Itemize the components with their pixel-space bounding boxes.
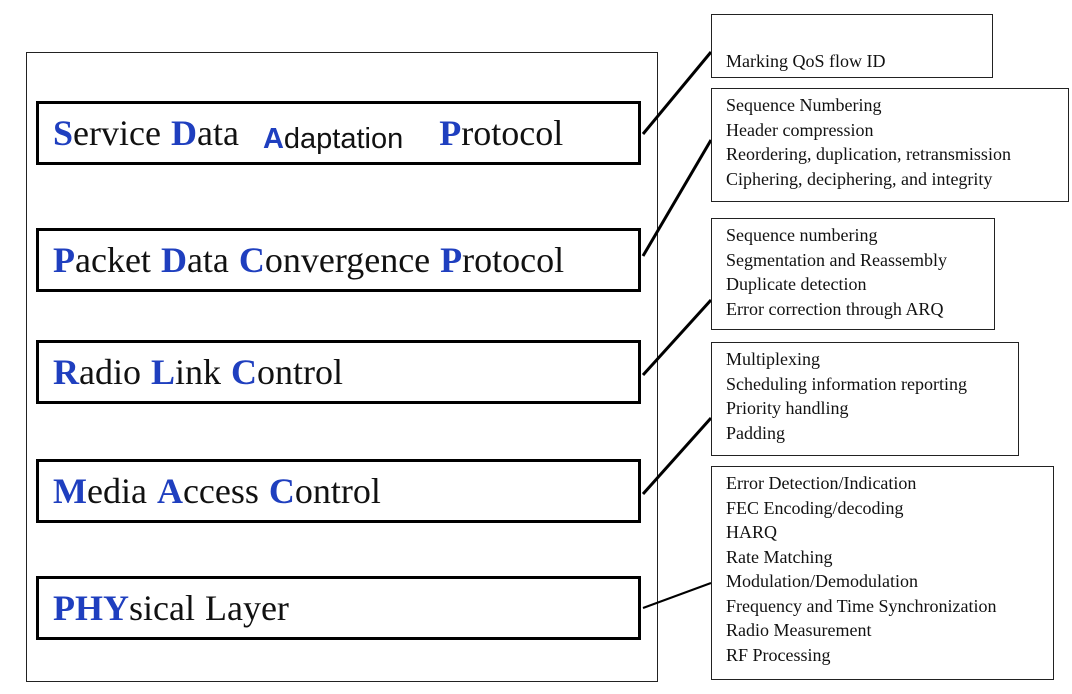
function-item: Sequence Numbering [726,95,882,115]
layer-word-capital: D [170,113,197,153]
layer-word-rest: ontrol [294,471,381,511]
function-item: Multiplexing [726,349,820,369]
layer-word-capital: C [268,471,295,511]
layer-word: Convergence [239,239,430,281]
layer-word: Link [151,351,221,393]
function-item: Error Detection/Indication [726,473,917,493]
layer-word-rest: rotocol [461,113,564,153]
layer-word-rest: acket [75,240,151,280]
layer-word-capital: L [150,352,175,392]
function-item: RF Processing [726,644,831,665]
function-item: Sequence numbering [726,225,878,245]
layer-word-capital: P [439,113,462,153]
function-item: Segmentation and Reassembly [726,249,947,270]
layer-word-capital: S [53,113,74,153]
layer-word: Radio [53,351,141,393]
layer-word: Media [53,470,147,512]
function-item: FEC Encoding/decoding [726,497,904,518]
layer-word: Protocol [440,239,564,281]
layer-word: Access [157,470,259,512]
function-item: Marking QoS flow ID [726,51,886,71]
layer-word-capital: M [53,471,87,511]
layer-word-rest: edia [86,471,147,511]
layer-word-capital: PHY [53,588,129,628]
function-item: Padding [726,422,786,443]
layer-word-capital: D [160,240,187,280]
layer-word: Control [231,351,343,393]
layer-word-rest: rotocol [462,240,565,280]
function-item: Radio Measurement [726,620,872,640]
layer-word-capital: C [238,240,265,280]
layer-word: Data [161,239,229,281]
function-item: HARQ [726,522,778,542]
function-item: Ciphering, deciphering, and integrity [726,168,993,189]
layer-word-capital: P [53,240,75,280]
layer-word-rest: ata [196,113,239,153]
function-item: Frequency and Time Synchronization [726,595,997,616]
layer-word-capital: A [156,471,183,511]
layer-word-capital: A [262,122,284,155]
layer-word-rest: ervice [73,113,161,153]
function-item: Modulation/Demodulation [726,571,918,591]
layer-word: Control [269,470,381,512]
functions-sdap: Marking QoS flow ID [711,14,993,78]
layer-word-rest: ata [186,240,229,280]
function-item: Scheduling information reporting [726,373,967,394]
layer-word-rest: Layer [204,588,289,628]
layer-word-rest: onvergence [264,240,431,280]
layer-word: Packet [53,239,151,281]
function-item: Reordering, duplication, retransmission [726,144,1011,164]
layer-word: PHYsical [53,587,195,629]
layer-word-rest: ink [175,352,222,392]
layer-word-rest: daptation [283,122,404,155]
layer-word-rest: ccess [182,471,259,511]
function-item: Rate Matching [726,546,833,567]
function-item: Duplicate detection [726,274,867,294]
layer-word-capital: P [440,240,463,280]
layer-word: Protocol [439,112,563,154]
layer-word: Service [53,112,161,154]
layer-word: Adaptation [248,116,426,156]
layer-word: Data [171,112,239,154]
layer-word-rest: adio [79,352,141,392]
layer-word-rest: sical [129,588,195,628]
function-item: Priority handling [726,398,849,418]
function-item: Error correction through ARQ [726,298,944,319]
function-item: Header compression [726,119,874,140]
layer-word: Layer [205,587,289,629]
layer-word-rest: ontrol [257,352,344,392]
layer-word-capital: C [231,352,258,392]
layer-word-capital: R [53,352,79,392]
